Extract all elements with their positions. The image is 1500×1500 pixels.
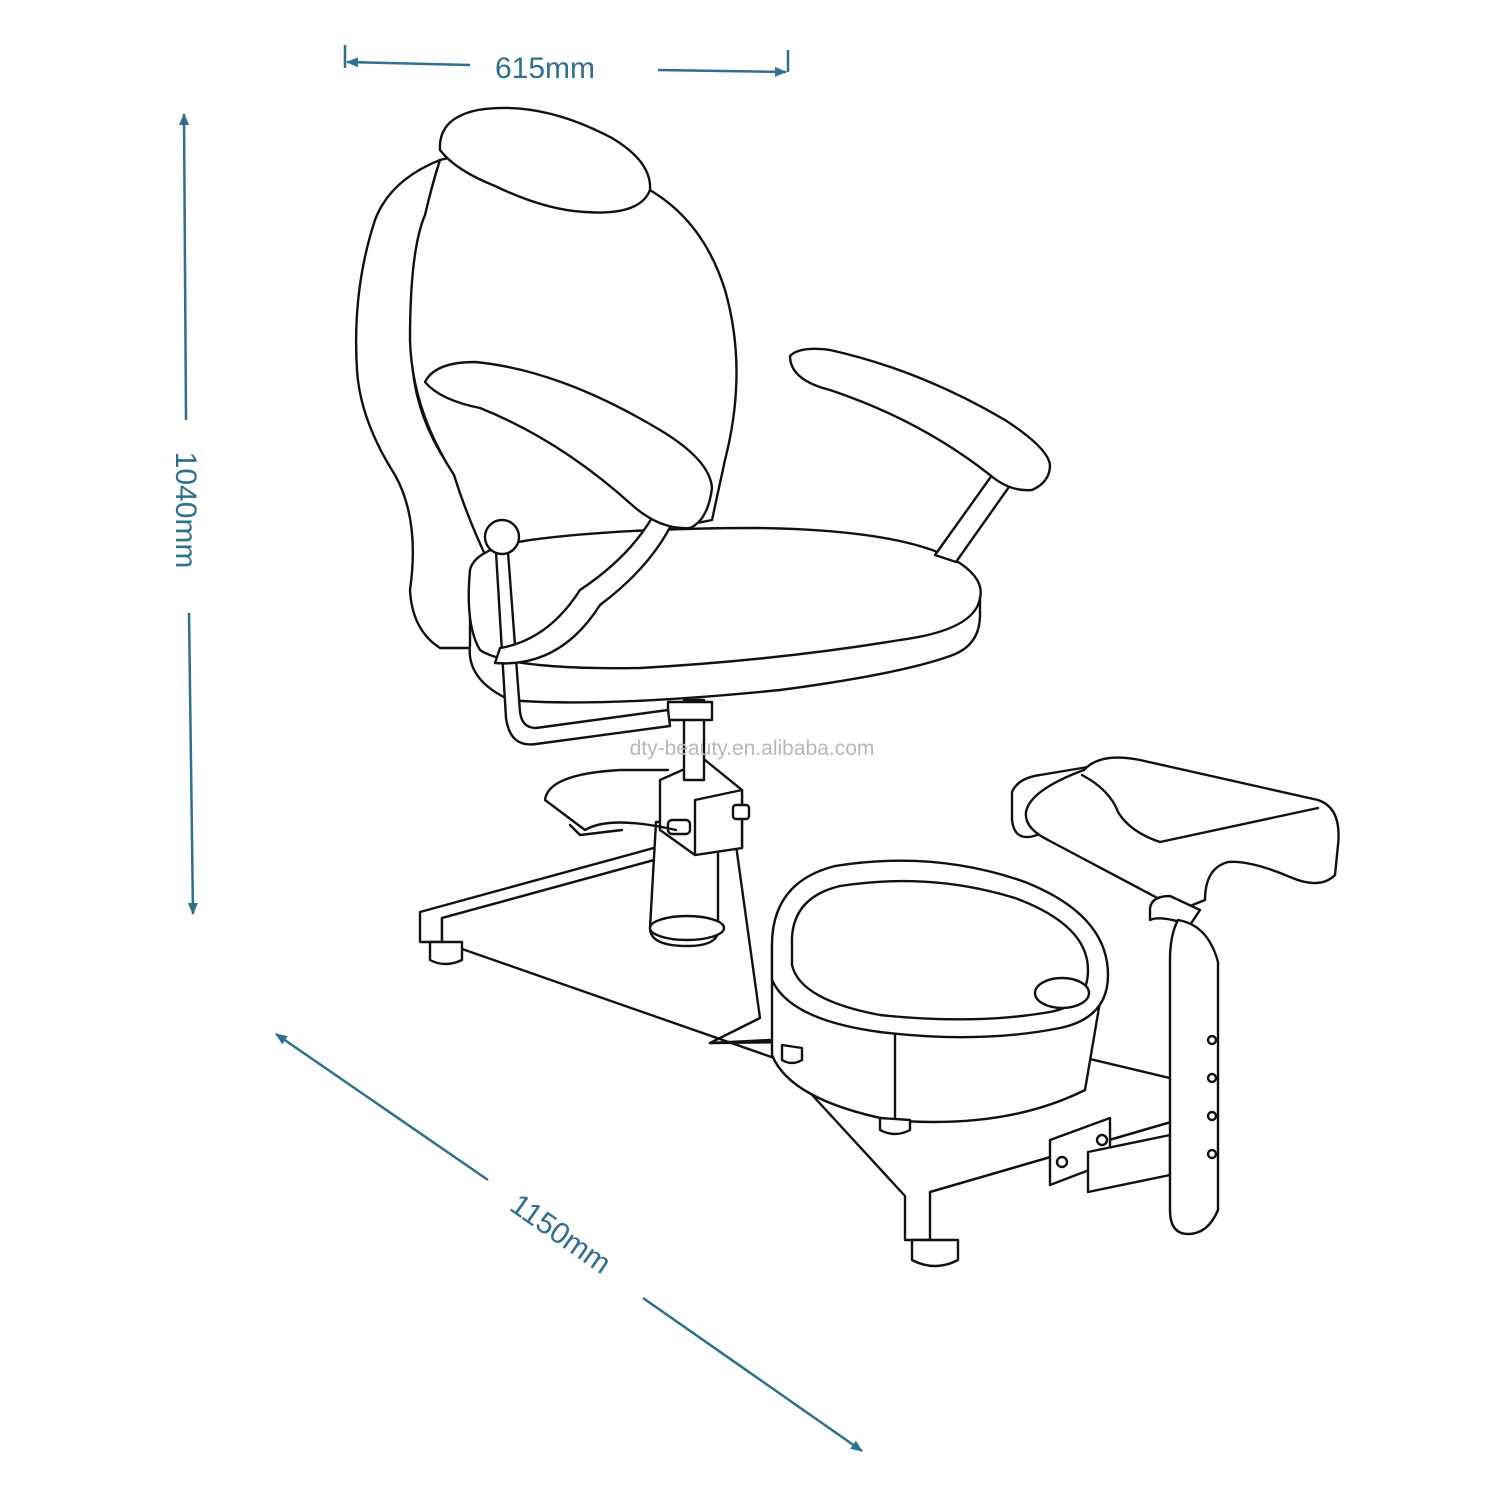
width-arrow-right — [657, 66, 787, 77]
foot-ring — [543, 768, 678, 832]
seat-cushion — [467, 526, 982, 704]
length-arrow-top — [275, 1032, 489, 1182]
recline-lever — [483, 518, 672, 746]
width-dimension: 615mm — [343, 45, 790, 85]
headrest — [438, 106, 652, 214]
height-dimension: 1040mm — [169, 113, 202, 915]
foot-basin — [770, 859, 1110, 1136]
height-arrow-top — [179, 113, 190, 421]
armrest-left — [423, 360, 714, 665]
chair-drawing — [354, 106, 1340, 1268]
width-arrow-left — [346, 57, 471, 68]
armrest-right — [788, 347, 1052, 564]
hydraulic-pump — [648, 698, 751, 948]
length-arrow-bottom — [642, 1296, 863, 1453]
length-dimension: 1150mm — [275, 1032, 863, 1453]
height-dimension-label: 1040mm — [169, 452, 202, 569]
height-arrow-bottom — [187, 612, 198, 915]
width-dimension-label: 615mm — [495, 52, 595, 85]
length-dimension-label: 1150mm — [504, 1188, 617, 1281]
foot-rest-post — [1148, 894, 1220, 1236]
watermark: dty-beauty.en.alibaba.com — [630, 737, 875, 760]
foot-rest — [1010, 756, 1340, 912]
